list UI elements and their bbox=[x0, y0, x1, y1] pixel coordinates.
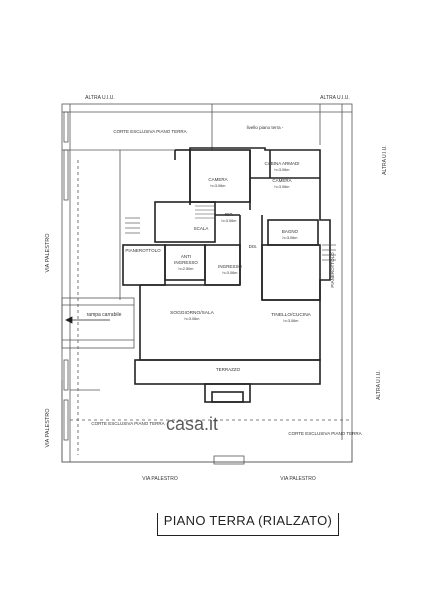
title-box: PIANO TERRA (RIALZATO) bbox=[157, 513, 339, 536]
label-livello: livello piano terra - bbox=[247, 125, 284, 130]
label-camera-right: CAMERA bbox=[272, 178, 291, 183]
label-via-palestro-left-top: VIA PALESTRO bbox=[45, 233, 51, 273]
label-anti-h: h=2.50m bbox=[179, 267, 194, 271]
label-via-palestro-bottom-left: VIA PALESTRO bbox=[142, 476, 178, 482]
label-tinello-h: h=3.06m bbox=[284, 319, 299, 323]
label-dis: DIS. bbox=[249, 244, 258, 249]
building-outline bbox=[139, 147, 331, 361]
label-corte-top: CORTE ESCLUSIVA PIANO TERRA bbox=[113, 129, 186, 134]
label-corte-bottom-left: CORTE ESCLUSIVA PIANO TERRA bbox=[91, 421, 164, 426]
rampa-area bbox=[61, 297, 135, 349]
label-via-palestro-bottom-right: VIA PALESTRO bbox=[280, 476, 316, 482]
label-altra-uiu-right: ALTRA U.I.U. bbox=[320, 95, 350, 101]
label-tinello: TINELLO/CUCINA bbox=[271, 312, 312, 318]
label-rampa: rampa carrabile bbox=[87, 312, 122, 318]
watermark-text: casa.it bbox=[166, 414, 218, 434]
label-ingresso: INGRESSO bbox=[218, 264, 242, 269]
gate-bottom bbox=[213, 455, 245, 465]
label-pianerottolo-right: PIANEROTTOLO bbox=[330, 252, 335, 288]
label-altra-uiu-side-top: ALTRA U.I.U. bbox=[382, 145, 388, 175]
label-camera-left: CAMERA bbox=[208, 177, 227, 182]
label-camera-right-h: h=3.06m bbox=[275, 185, 290, 189]
label-scala: SCALA bbox=[194, 226, 209, 231]
label-altra-uiu-side-bottom: ALTRA U.I.U. bbox=[376, 370, 382, 400]
label-camera-left-h: h=3.06m bbox=[211, 184, 226, 188]
label-soggiorno: SOGGIORNO/SALA bbox=[170, 310, 215, 316]
label-cabina: CABINA ARMADI bbox=[264, 161, 299, 166]
label-via-palestro-left-bottom: VIA PALESTRO bbox=[45, 408, 51, 448]
label-pianerottolo-left: PIANEROTTOLO bbox=[125, 248, 161, 253]
label-terrazzo: TERRAZZO bbox=[216, 367, 241, 372]
terrazzo-outline bbox=[134, 359, 321, 385]
label-rip-h: h=3.06m bbox=[222, 219, 237, 223]
label-altra-uiu-left: ALTRA U.I.U. bbox=[85, 95, 115, 101]
label-soggiorno-h: h=3.06m bbox=[185, 317, 200, 321]
label-rip: RIP. bbox=[225, 212, 233, 217]
label-cabina-h: h=3.06m bbox=[275, 168, 290, 172]
label-anti-2: INGRESSO bbox=[174, 260, 198, 265]
label-anti: ANTI bbox=[181, 254, 191, 259]
label-corte-bottom-right: CORTE ESCLUSIVA PIANO TERRA bbox=[288, 431, 361, 436]
lot-boundary bbox=[61, 103, 353, 463]
plan-title: PIANO TERRA (RIALZATO) bbox=[163, 513, 333, 528]
label-bagno-h: h=3.06m bbox=[283, 236, 298, 240]
label-bagno: BAGNO bbox=[282, 229, 299, 234]
label-ingresso-h: h=3.06m bbox=[223, 271, 238, 275]
